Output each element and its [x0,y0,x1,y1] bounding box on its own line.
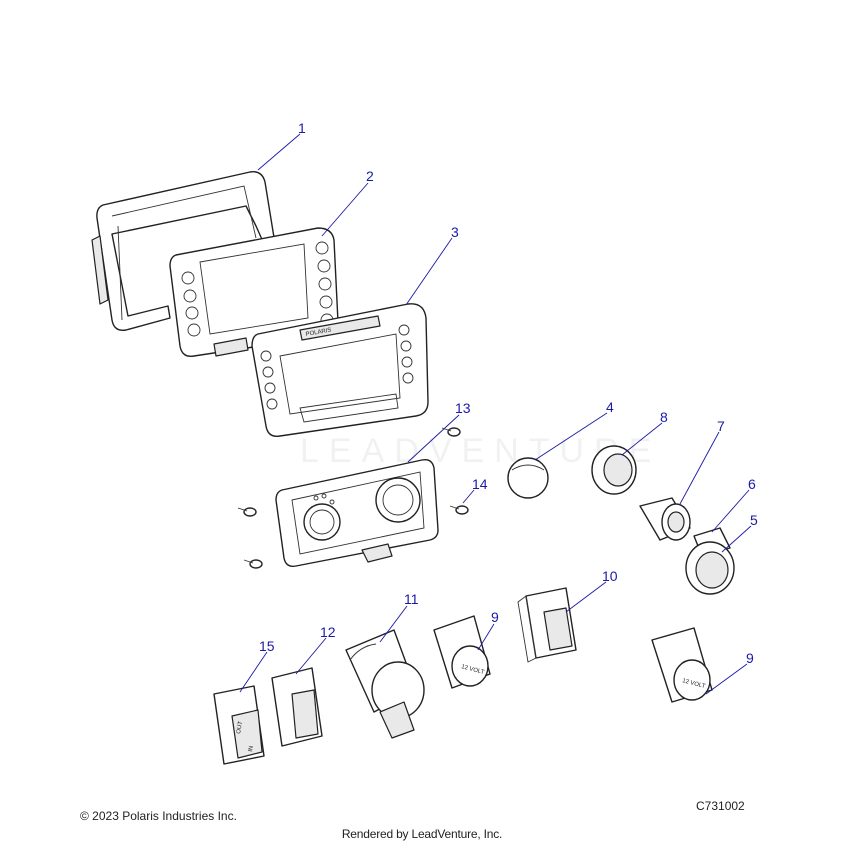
part-12-switch [271,667,323,747]
callout-labels: 1 2 3 4 5 6 7 8 9 9 10 11 12 13 14 15 [259,120,758,666]
part-7-socket-body [639,497,691,541]
part-9-socket-lower: 12 VOLT [651,627,713,703]
callout-12: 12 [320,624,336,640]
diagram-code: C731002 [696,799,745,813]
callout-9-upper: 9 [491,609,499,625]
callout-14: 14 [472,476,488,492]
callout-4: 4 [606,399,614,415]
part-1-bezel-frame [91,171,278,331]
callout-8: 8 [660,409,668,425]
copyright-text: © 2023 Polaris Industries Inc. [80,809,237,823]
callout-11: 11 [404,591,419,607]
part-8-retaining-ring [591,445,637,495]
part-9-socket-upper: 12 VOLT [433,615,491,689]
callout-13: 13 [455,400,471,416]
part-15-out-in-switch: OUT IN [213,685,265,765]
part-5-socket-cap [685,541,735,595]
socket-voltage-text-upper: 12 VOLT [460,664,485,676]
callout-3: 3 [451,224,459,240]
brand-logo-text: POLARIS [305,328,332,338]
callout-7: 7 [717,418,725,434]
part-3-face-plate: POLARIS [251,303,429,437]
part-11-key-switch [345,629,425,739]
part-10-rocker-switch [517,587,577,663]
callout-10: 10 [602,568,618,584]
socket-voltage-text-lower: 12 VOLT [681,678,706,690]
part-13-switch-panel [275,458,439,568]
callout-1: 1 [298,120,306,136]
callout-6: 6 [748,476,756,492]
callout-2: 2 [366,168,374,184]
part-2-display-housing [169,227,339,357]
callout-9-lower: 9 [746,650,754,666]
callout-15: 15 [259,638,275,654]
switch-out-text: OUT [236,721,244,735]
callout-5: 5 [750,512,758,528]
rendered-by-text: Rendered by LeadVenture, Inc. [341,827,503,841]
part-4-cap [507,457,549,499]
leader-lines [239,133,752,695]
switch-in-text: IN [248,745,255,752]
part-14-screws [237,427,469,569]
